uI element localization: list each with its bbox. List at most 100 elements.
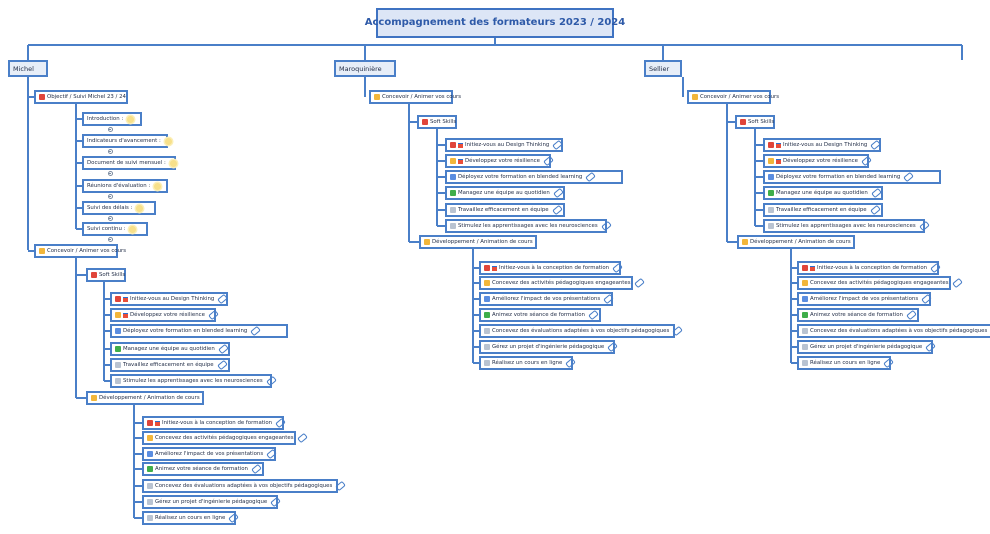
dev-item-sellier-4[interactable]: Concevez des évaluations adaptées à vos … <box>797 324 990 338</box>
objective-item-0[interactable]: Introduction : <box>82 112 142 126</box>
objective-item-5[interactable]: Suivi continu : <box>82 222 148 236</box>
soft-item-maroquiniere-0-label: Initiez-vous au Design Thinking <box>465 142 550 148</box>
dev-item-sellier-2[interactable]: Améliorez l'impact de vos présentations <box>797 292 933 306</box>
soft-item-michel-3[interactable]: Managez une équipe au quotidien <box>110 342 230 356</box>
dev-item-michel-0-label: Initiez-vous à la conception de formatio… <box>162 420 273 426</box>
dev-item-maroquiniere-4[interactable]: Concevez des évaluations adaptées à vos … <box>479 324 684 338</box>
dev-item-michel-6[interactable]: Réalisez un cours en ligne <box>142 511 240 525</box>
objective-item-3[interactable]: Réunions d'évaluation : <box>82 179 168 193</box>
dev-item-sellier-0[interactable]: Initiez-vous à la conception de formatio… <box>797 261 941 275</box>
red-badge-icon <box>484 265 490 271</box>
gray-badge-icon <box>147 499 153 505</box>
concevoir-node-michel-label: Concevoir / Animer vos cours <box>47 248 127 254</box>
link-icon <box>588 309 599 321</box>
dev-node-maroquiniere[interactable]: Développement / Animation de cours <box>419 235 537 249</box>
sun-icon <box>129 225 137 233</box>
dev-item-michel-3[interactable]: Animez votre séance de formation <box>142 462 264 476</box>
soft-item-michel-5[interactable]: Stimulez les apprentissages avec les neu… <box>110 374 277 388</box>
dev-item-sellier-5[interactable]: Gérez un projet d'ingénierie pédagogique <box>797 340 937 354</box>
soft-item-maroquiniere-0[interactable]: Initiez-vous au Design Thinking <box>445 138 564 152</box>
gray-badge-icon <box>484 344 490 350</box>
dev-item-maroquiniere-3[interactable]: Animez votre séance de formation <box>479 308 601 322</box>
soft-item-sellier-3[interactable]: Managez une équipe au quotidien <box>763 186 883 200</box>
orange-badge-icon <box>768 158 774 164</box>
dev-item-sellier-1[interactable]: Concevez des activités pédagogiques enga… <box>797 276 963 290</box>
blue-badge-icon <box>768 174 774 180</box>
soft-item-michel-2[interactable]: Déployez votre formation en blended lear… <box>110 324 288 338</box>
red-badge-icon <box>740 119 746 125</box>
dev-item-maroquiniere-3-label: Animez votre séance de formation <box>492 312 585 318</box>
soft-item-michel-4[interactable]: Travaillez efficacement en équipe <box>110 358 230 372</box>
objective-item-1[interactable]: Indicateurs d'avancement : <box>82 134 172 148</box>
soft-item-maroquiniere-5-label: Stimulez les apprentissages avec les neu… <box>458 223 598 229</box>
link-icon <box>870 187 882 199</box>
soft-item-sellier-4[interactable]: Travaillez efficacement en équipe <box>763 203 883 217</box>
concevoir-node-maroquiniere[interactable]: Concevoir / Animer vos cours <box>369 90 461 104</box>
red-badge-icon <box>115 296 121 302</box>
green-badge-icon <box>115 346 121 352</box>
dev-item-sellier-5-label: Gérez un projet d'ingénierie pédagogique <box>810 344 923 350</box>
soft-skills-maroquiniere[interactable]: Soft Skills <box>417 115 457 129</box>
soft-item-michel-1[interactable]: Développez votre résilience <box>110 308 219 322</box>
soft-item-maroquiniere-4[interactable]: Travaillez efficacement en équipe <box>445 203 565 217</box>
dev-item-sellier-3[interactable]: Animez votre séance de formation <box>797 308 919 322</box>
dev-item-michel-5[interactable]: Gérez un projet d'ingénierie pédagogique <box>142 495 282 509</box>
dev-item-sellier-1-label: Concevez des activités pédagogiques enga… <box>810 280 949 286</box>
objective-node[interactable]: Objectif / Suivi Michel 23 / 24 <box>34 90 128 104</box>
dev-item-maroquiniere-1[interactable]: Concevez des activités pédagogiques enga… <box>479 276 645 290</box>
link-icon <box>869 204 881 216</box>
blue-badge-icon <box>450 174 456 180</box>
soft-item-sellier-5[interactable]: Stimulez les apprentissages avec les neu… <box>763 219 930 233</box>
soft-skills-michel[interactable]: Soft Skills <box>86 268 126 282</box>
branch-0[interactable]: Michel <box>8 60 48 77</box>
dev-item-michel-0[interactable]: Initiez-vous à la conception de formatio… <box>142 416 286 430</box>
objective-item-4[interactable]: Suivi des délais : <box>82 201 156 215</box>
soft-item-sellier-1[interactable]: Développez votre résilience <box>763 154 872 168</box>
dev-item-michel-4[interactable]: Concevez des évaluations adaptées à vos … <box>142 479 347 493</box>
blue-badge-icon <box>147 451 153 457</box>
gray-badge-icon <box>484 360 490 366</box>
soft-item-maroquiniere-2[interactable]: Déployez votre formation en blended lear… <box>445 170 623 184</box>
soft-skills-sellier[interactable]: Soft Skills <box>735 115 775 129</box>
branch-1[interactable]: Maroquinière <box>334 60 396 77</box>
soft-item-maroquiniere-5[interactable]: Stimulez les apprentissages avec les neu… <box>445 219 612 233</box>
blue-badge-icon <box>115 328 121 334</box>
branch-0-label: Michel <box>13 64 34 73</box>
soft-item-sellier-0-label: Initiez-vous au Design Thinking <box>783 142 868 148</box>
link-icon <box>250 325 262 337</box>
sun-icon <box>169 159 177 167</box>
link-icon <box>216 359 228 371</box>
red-badge-icon <box>802 265 808 271</box>
branch-2[interactable]: Sellier <box>644 60 682 77</box>
orange-badge-icon <box>91 395 97 401</box>
root-title[interactable]: Accompagnement des formateurs 2023 / 202… <box>365 8 625 38</box>
orange-badge-icon <box>115 312 121 318</box>
dev-item-michel-3-label: Animez votre séance de formation <box>155 466 248 472</box>
dev-item-maroquiniere-6[interactable]: Réalisez un cours en ligne <box>479 356 577 370</box>
concevoir-node-michel[interactable]: Concevoir / Animer vos cours <box>34 244 126 258</box>
dev-node-sellier[interactable]: Développement / Animation de cours <box>737 235 855 249</box>
orange-badge-icon <box>147 435 153 441</box>
green-badge-icon <box>768 190 774 196</box>
soft-item-maroquiniere-1[interactable]: Développez votre résilience <box>445 154 554 168</box>
dev-node-michel[interactable]: Développement / Animation de cours <box>86 391 204 405</box>
dev-item-sellier-6[interactable]: Réalisez un cours en ligne <box>797 356 895 370</box>
soft-item-sellier-2[interactable]: Déployez votre formation en blended lear… <box>763 170 941 184</box>
gray-badge-icon <box>802 344 808 350</box>
dev-item-maroquiniere-2[interactable]: Améliorez l'impact de vos présentations <box>479 292 615 306</box>
dev-item-maroquiniere-0[interactable]: Initiez-vous à la conception de formatio… <box>479 261 623 275</box>
soft-item-maroquiniere-3[interactable]: Managez une équipe au quotidien <box>445 186 565 200</box>
orange-badge-icon <box>450 158 456 164</box>
dev-item-sellier-4-label: Concevez des évaluations adaptées à vos … <box>810 328 988 334</box>
dev-item-maroquiniere-5[interactable]: Gérez un projet d'ingénierie pédagogique <box>479 340 619 354</box>
dev-item-michel-1[interactable]: Concevez des activités pédagogiques enga… <box>142 431 308 445</box>
link-icon <box>906 309 917 321</box>
expand-icon <box>107 215 113 221</box>
concevoir-node-sellier-label: Concevoir / Animer vos cours <box>700 94 780 100</box>
dev-item-michel-2[interactable]: Améliorez l'impact de vos présentations <box>142 447 278 461</box>
soft-item-michel-0[interactable]: Initiez-vous au Design Thinking <box>110 292 229 306</box>
soft-item-sellier-0[interactable]: Initiez-vous au Design Thinking <box>763 138 882 152</box>
sun-icon <box>136 204 144 212</box>
objective-item-2[interactable]: Document de suivi mensuel : <box>82 156 177 170</box>
concevoir-node-sellier[interactable]: Concevoir / Animer vos cours <box>687 90 779 104</box>
